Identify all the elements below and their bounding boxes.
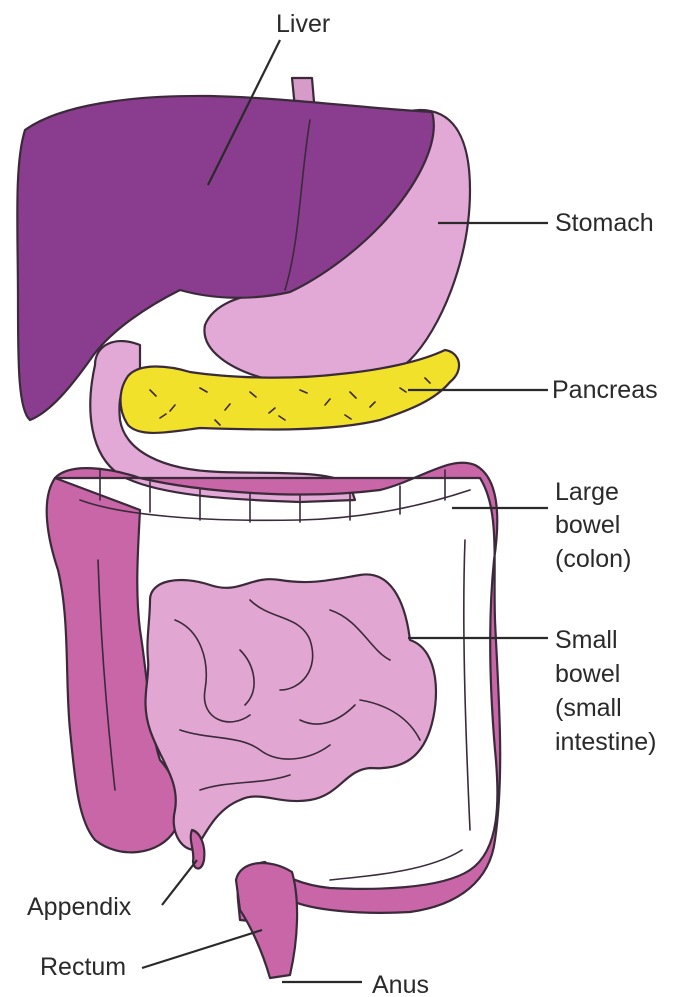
small-bowel-label-line1: Small [555, 626, 618, 654]
large-bowel-label-line2: bowel [555, 511, 620, 539]
large-bowel-label-line3: (colon) [555, 545, 631, 573]
small-bowel-label-line2: bowel [555, 660, 620, 688]
liver-label: Liver [276, 10, 330, 38]
stomach-label: Stomach [555, 209, 654, 237]
appendix-label: Appendix [27, 893, 132, 921]
small-bowel-label-line4: intestine) [555, 728, 656, 756]
anus-label: Anus [372, 971, 429, 997]
small-bowel-label-line3: (small [555, 694, 622, 722]
appendix-leader [162, 860, 197, 905]
pancreas-label: Pancreas [552, 376, 658, 404]
small-intestine-organ [145, 574, 436, 850]
rectum-leader [142, 930, 262, 968]
large-bowel-label-line1: Large [555, 478, 619, 506]
rectum-label: Rectum [40, 953, 126, 981]
